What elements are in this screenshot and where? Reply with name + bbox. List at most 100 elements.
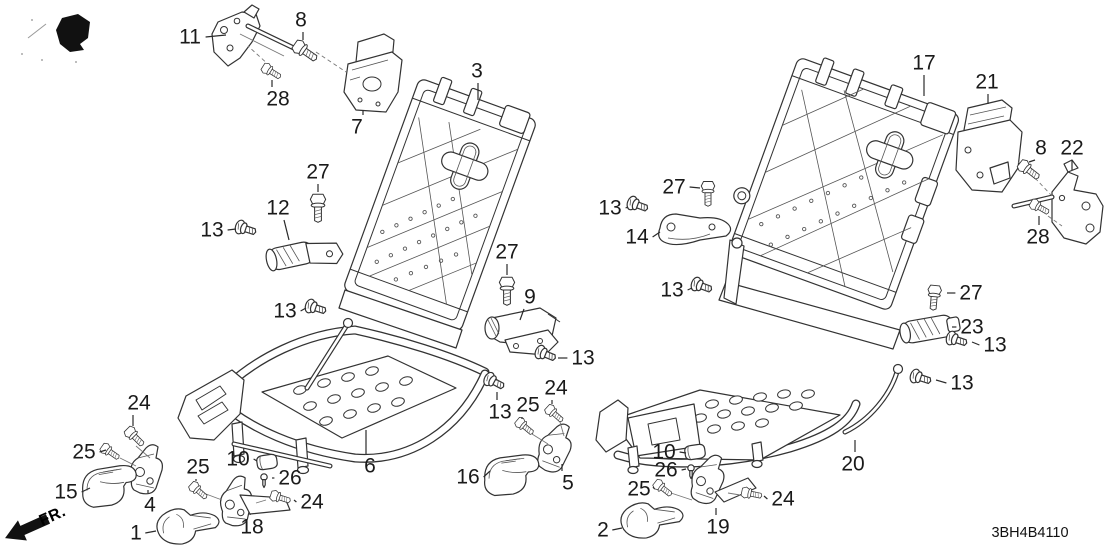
callout-13: 13 xyxy=(558,347,595,370)
callout-10: 10 xyxy=(652,441,687,464)
callout-25: 25 xyxy=(516,394,540,419)
leader-line xyxy=(935,379,947,384)
callout-22: 22 xyxy=(1060,137,1084,170)
grommet-icon xyxy=(683,443,707,461)
callout-27: 27 xyxy=(662,176,701,199)
part-7-latch xyxy=(315,33,403,113)
seatback-right-lower-rail xyxy=(718,281,901,350)
part-number-label: 27 xyxy=(662,176,685,199)
part-number-label: 5 xyxy=(562,472,574,495)
flange-bolt-icon xyxy=(700,181,716,207)
callout-13: 13 xyxy=(935,372,974,395)
callout-25: 25 xyxy=(627,478,656,501)
callout-2: 2 xyxy=(597,519,623,542)
part-14-bracket xyxy=(658,213,732,246)
part-20-cushion-frame-right xyxy=(595,363,904,475)
part-number-label: 13 xyxy=(598,197,621,220)
leader-line xyxy=(519,308,525,321)
part-21-latch xyxy=(955,99,1033,193)
flange-bolt-icon xyxy=(290,37,321,66)
callout-11: 11 xyxy=(179,26,227,49)
part-number-label: 24 xyxy=(127,392,151,415)
leader-line xyxy=(652,486,656,490)
leader-line xyxy=(483,470,491,478)
part-number-label: 4 xyxy=(144,494,156,517)
part-2-lever xyxy=(619,499,685,541)
cushion-pan-holes xyxy=(293,366,413,426)
leader-line xyxy=(205,34,227,38)
part-number-label: 13 xyxy=(950,372,973,395)
callout-23: 23 xyxy=(952,316,984,339)
part-number-label: 1 xyxy=(130,522,142,545)
leader-line xyxy=(99,449,107,453)
callout-7: 7 xyxy=(351,110,364,139)
flange-bolt-icon xyxy=(309,193,327,223)
part-23-latch-cylinder xyxy=(899,314,961,344)
part-number-label: 18 xyxy=(240,516,263,539)
part-number-label: 6 xyxy=(364,455,376,478)
flange-bolt-icon xyxy=(186,479,211,503)
callout-25: 25 xyxy=(186,456,210,481)
part-number-label: 7 xyxy=(351,116,363,139)
callout-27: 27 xyxy=(947,282,983,305)
part-1-lever xyxy=(155,505,221,547)
part-number-label: 14 xyxy=(625,226,649,249)
leader-line xyxy=(1028,159,1036,163)
part-number-label: 25 xyxy=(516,394,539,417)
part-number-label: 13 xyxy=(488,401,511,424)
flange-bolt-icon xyxy=(925,284,943,312)
corner-reference-mark xyxy=(21,14,90,63)
part-number-label: 8 xyxy=(295,9,307,32)
part-number-label: 27 xyxy=(306,161,329,184)
part-number-label: 16 xyxy=(456,466,479,489)
part-number-label: 17 xyxy=(912,52,935,75)
callout-14: 14 xyxy=(625,226,661,249)
cushion-pan-holes xyxy=(683,389,815,437)
callout-18: 18 xyxy=(240,514,264,539)
diagram-code: 3BH4B4110 xyxy=(991,525,1068,541)
part-3-seatback-frame-left xyxy=(344,76,536,331)
screw-icon xyxy=(907,367,934,389)
callout-24: 24 xyxy=(544,377,568,404)
part-number-label: 21 xyxy=(975,71,998,94)
leader-line xyxy=(612,527,623,531)
callout-9: 9 xyxy=(519,286,536,321)
callout-24: 24 xyxy=(127,392,151,426)
part-number-label: 25 xyxy=(627,478,650,501)
callout-4: 4 xyxy=(144,490,156,517)
screw-icon xyxy=(232,218,259,240)
part-number-label: 12 xyxy=(266,197,289,220)
grommet-icon xyxy=(255,453,279,471)
callout-26: 26 xyxy=(654,459,687,482)
callout-8: 8 xyxy=(1028,137,1047,163)
screw-icon xyxy=(302,297,329,319)
leader-line xyxy=(283,219,290,241)
callout-27: 27 xyxy=(306,161,330,192)
part-number-label: 15 xyxy=(54,481,77,504)
callout-10: 10 xyxy=(226,448,258,471)
callout-13: 13 xyxy=(488,392,512,424)
pin-icon xyxy=(260,473,268,489)
callout-15: 15 xyxy=(54,481,91,504)
leader-line xyxy=(227,228,237,231)
part-number-label: 13 xyxy=(660,279,683,302)
part-number-label: 25 xyxy=(72,441,95,464)
callout-13: 13 xyxy=(598,197,629,220)
seatback-left-lower-rail xyxy=(338,289,463,349)
callout-6: 6 xyxy=(364,430,376,478)
part-number-label: 27 xyxy=(495,241,518,264)
part-number-label: 11 xyxy=(179,26,201,49)
part-number-label: 23 xyxy=(960,316,983,339)
part-4-hinge xyxy=(130,444,163,495)
leader-line xyxy=(689,186,701,189)
part-17-seatback-frame-right xyxy=(728,57,960,310)
callout-28: 28 xyxy=(266,80,290,111)
screw-icon xyxy=(688,275,715,297)
part-number-label: 24 xyxy=(771,488,795,511)
part-number-label: 20 xyxy=(841,453,864,476)
callout-13: 13 xyxy=(971,334,1007,357)
part-19-hinge-bracket xyxy=(689,452,757,506)
callout-24: 24 xyxy=(763,488,795,511)
